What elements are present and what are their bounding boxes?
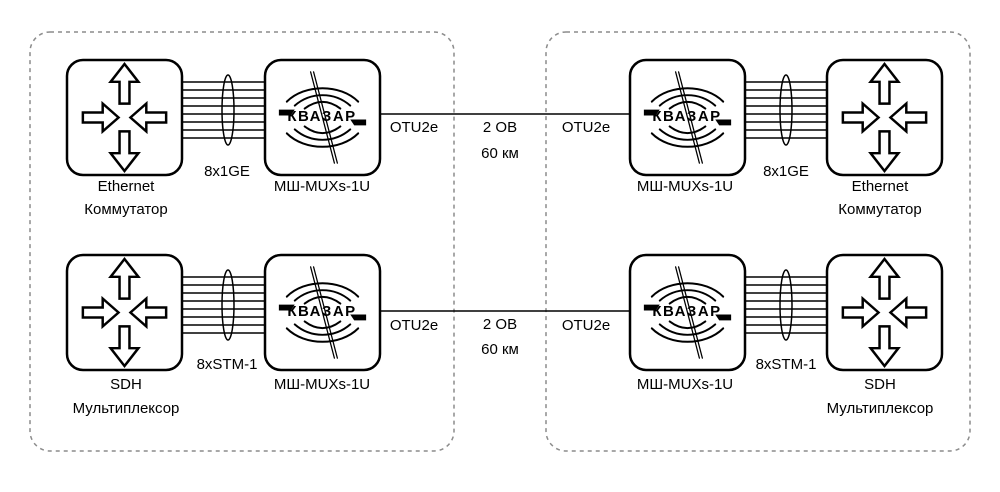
right-bottom-bundle-label: 8xSTM-1 xyxy=(756,356,817,373)
right-sdh-label-line2: Мультиплексор xyxy=(827,400,934,417)
right-top-mux: КВАЗАР xyxy=(628,58,747,177)
right-top-port-label: OTU2e xyxy=(562,119,610,136)
right-sdh-label-line1: SDH xyxy=(864,376,896,393)
left-bottom-mux-label: МШ-MUXs-1U xyxy=(274,376,370,393)
bottom-link-distance: 60 км xyxy=(481,341,519,358)
left-bottom-mux: КВАЗАР xyxy=(263,253,382,372)
left-bottom-port-label: OTU2e xyxy=(390,317,438,334)
right-sdh-device xyxy=(825,253,944,372)
left-sdh-device xyxy=(65,253,184,372)
left-top-bundle xyxy=(182,74,265,146)
left-bottom-bundle-label: 8xSTM-1 xyxy=(197,356,258,373)
top-link-distance: 60 км xyxy=(481,145,519,162)
right-bottom-bundle xyxy=(745,269,827,341)
right-site-border xyxy=(545,31,971,452)
right-bottom-mux-label: МШ-MUXs-1U xyxy=(637,376,733,393)
left-top-port-label: OTU2e xyxy=(390,119,438,136)
top-link-fibers: 2 ОВ xyxy=(483,119,517,136)
left-top-bundle-label: 8x1GE xyxy=(204,163,250,180)
right-bottom-mux: КВАЗАР xyxy=(628,253,747,372)
right-switch-label-line1: Ethernet xyxy=(852,178,910,195)
left-sdh-label-line2: Мультиплексор xyxy=(73,400,180,417)
kvazar-logo-text: КВАЗАР xyxy=(287,303,356,320)
bottom-link-fibers: 2 ОВ xyxy=(483,316,517,333)
left-top-mux-label: МШ-MUXs-1U xyxy=(274,178,370,195)
left-site-border xyxy=(29,31,455,452)
right-switch-label-line2: Коммутатор xyxy=(838,201,921,218)
left-top-mux: КВАЗАР xyxy=(263,58,382,177)
left-sdh-label-line1: SDH xyxy=(110,376,142,393)
left-bottom-bundle xyxy=(182,269,265,341)
kvazar-logo-text: КВАЗАР xyxy=(652,303,721,320)
left-switch-label-line2: Коммутатор xyxy=(84,201,167,218)
right-bottom-port-label: OTU2e xyxy=(562,317,610,334)
left-switch-device xyxy=(65,58,184,177)
right-top-bundle-label: 8x1GE xyxy=(763,163,809,180)
left-switch-label-line1: Ethernet xyxy=(98,178,156,195)
right-switch-device xyxy=(825,58,944,177)
right-top-bundle xyxy=(745,74,827,146)
right-top-mux-label: МШ-MUXs-1U xyxy=(637,178,733,195)
kvazar-logo-text: КВАЗАР xyxy=(652,108,721,125)
kvazar-logo-text: КВАЗАР xyxy=(287,108,356,125)
